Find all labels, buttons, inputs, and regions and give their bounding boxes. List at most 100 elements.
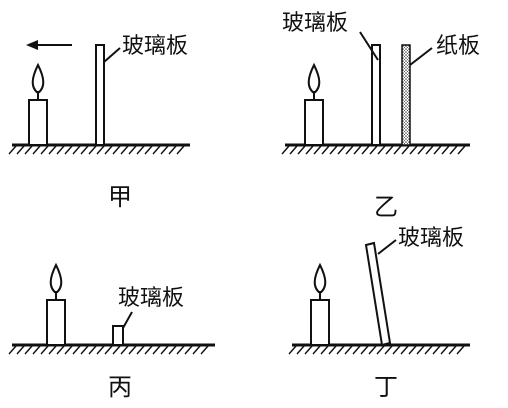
hatch-stroke [8, 145, 17, 155]
panel-caption: 乙 [374, 193, 398, 221]
hatch-stroke [344, 345, 353, 355]
hatch-stroke [80, 145, 89, 155]
hatch-stroke [288, 345, 297, 355]
hatch-stroke [360, 345, 369, 355]
hatch-stroke [329, 145, 338, 155]
hatch-stroke [56, 145, 65, 155]
hatch-stroke [456, 345, 465, 355]
hatch-stroke [353, 145, 362, 155]
hatch-stroke [112, 345, 121, 355]
glass-label: 玻璃板 [398, 226, 464, 251]
leader-line [377, 239, 397, 255]
hatch-stroke [40, 345, 49, 355]
hatch-stroke [72, 145, 81, 155]
paper-board [401, 44, 411, 146]
hatch-stroke [120, 345, 129, 355]
hatch-stroke [384, 345, 393, 355]
hatch-stroke [16, 345, 25, 355]
hatch-stroke [433, 145, 442, 155]
hatch-stroke [136, 145, 145, 155]
hatch-stroke [104, 345, 113, 355]
hatch-stroke [168, 145, 177, 155]
hatch-stroke [440, 345, 449, 355]
panel-caption: 丙 [108, 373, 132, 401]
hatch-stroke [160, 145, 169, 155]
hatch-stroke [376, 345, 385, 355]
hatch-stroke [320, 345, 329, 355]
hatch-stroke [312, 345, 321, 355]
glass-label: 玻璃板 [282, 11, 348, 36]
hatch-stroke [409, 145, 418, 155]
hatch-stroke [352, 345, 361, 355]
ground-hatch [8, 345, 209, 355]
hatch-stroke [40, 145, 49, 155]
hatch-stroke [401, 145, 410, 155]
hatch-stroke [96, 345, 105, 355]
hatch-stroke [416, 345, 425, 355]
leader-line [103, 47, 121, 63]
ground-hatch [288, 345, 465, 355]
hatch-stroke [417, 145, 426, 155]
hatch-stroke [328, 345, 337, 355]
glass-plate [95, 44, 105, 146]
hatch-stroke [24, 145, 33, 155]
candle [28, 64, 48, 146]
hatch-stroke [176, 145, 185, 155]
hatch-stroke [200, 345, 209, 355]
hatch-stroke [424, 345, 433, 355]
hatch-stroke [176, 345, 185, 355]
panel-ding: 玻璃板 丁 [288, 226, 470, 401]
hatch-stroke [128, 145, 137, 155]
hatch-stroke [296, 345, 305, 355]
hatch-stroke [297, 145, 306, 155]
hatch-stroke [136, 345, 145, 355]
hatch-stroke [88, 145, 97, 155]
ground-hatch [281, 145, 466, 155]
hatch-stroke [289, 145, 298, 155]
hatch-stroke [400, 345, 409, 355]
hatch-stroke [408, 345, 417, 355]
hatch-stroke [184, 345, 193, 355]
hatch-stroke [160, 345, 169, 355]
panel-bing: 玻璃板 丙 [8, 264, 215, 401]
leader-line [409, 47, 433, 66]
hatch-stroke [8, 345, 17, 355]
arrow-left-icon [26, 40, 72, 50]
hatch-stroke [64, 145, 73, 155]
leader-line [122, 311, 133, 329]
hatch-stroke [80, 345, 89, 355]
panel-jia: 玻璃板 甲 [8, 34, 190, 211]
hatch-stroke [112, 145, 121, 155]
hatch-stroke [377, 145, 386, 155]
hatch-stroke [441, 145, 450, 155]
hatch-stroke [369, 145, 378, 155]
hatch-stroke [144, 345, 153, 355]
hatch-stroke [432, 345, 441, 355]
hatch-stroke [457, 145, 466, 155]
panel-yi: 玻璃板 纸板 乙 [281, 11, 480, 221]
hatch-stroke [425, 145, 434, 155]
hatch-stroke [313, 145, 322, 155]
hatch-stroke [56, 345, 65, 355]
hatch-stroke [152, 345, 161, 355]
hatch-stroke [48, 145, 57, 155]
paper-label: 纸板 [436, 34, 480, 59]
hatch-stroke [24, 345, 33, 355]
hatch-stroke [96, 145, 105, 155]
hatch-stroke [144, 145, 153, 155]
glass-plate [112, 325, 124, 346]
hatch-stroke [393, 145, 402, 155]
hatch-stroke [336, 345, 345, 355]
candle [310, 264, 330, 346]
hatch-stroke [32, 145, 41, 155]
hatch-stroke [128, 345, 137, 355]
hatch-stroke [385, 145, 394, 155]
glass-label: 玻璃板 [118, 286, 184, 311]
hatch-stroke [345, 145, 354, 155]
hatch-stroke [88, 345, 97, 355]
hatch-stroke [361, 145, 370, 155]
panel-caption: 丁 [374, 373, 398, 401]
hatch-stroke [337, 145, 346, 155]
hatch-stroke [321, 145, 330, 155]
